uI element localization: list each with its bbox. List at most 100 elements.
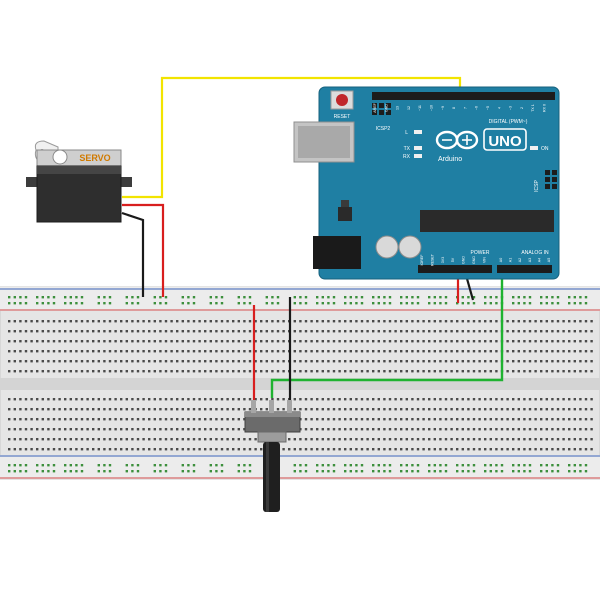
breadboard-hole bbox=[349, 418, 352, 421]
breadboard-hole bbox=[142, 398, 145, 401]
breadboard-hole bbox=[316, 320, 319, 323]
breadboard-hole bbox=[103, 428, 106, 431]
breadboard-hole bbox=[321, 448, 324, 451]
breadboard-hole bbox=[545, 408, 548, 411]
breadboard-hole bbox=[114, 360, 117, 363]
breadboard-hole bbox=[534, 398, 537, 401]
breadboard-hole bbox=[8, 470, 11, 473]
breadboard-hole bbox=[215, 438, 218, 441]
breadboard-hole bbox=[484, 448, 487, 451]
breadboard-hole bbox=[226, 398, 229, 401]
breadboard-hole bbox=[456, 398, 459, 401]
breadboard-hole bbox=[220, 340, 224, 343]
breadboard-hole bbox=[344, 320, 347, 323]
breadboard-hole bbox=[506, 408, 509, 411]
breadboard-hole bbox=[24, 464, 28, 467]
breadboard-hole bbox=[394, 428, 397, 431]
breadboard-hole bbox=[422, 360, 425, 363]
breadboard-hole bbox=[405, 370, 408, 373]
breadboard-hole bbox=[176, 418, 179, 421]
breadboard-hole bbox=[80, 408, 84, 411]
breadboard-hole bbox=[293, 330, 296, 333]
breadboard-hole bbox=[428, 428, 431, 431]
breadboard-hole bbox=[556, 340, 560, 343]
breadboard-hole bbox=[456, 470, 459, 473]
breadboard-hole bbox=[472, 398, 476, 401]
breadboard-hole bbox=[265, 370, 268, 373]
breadboard-hole bbox=[30, 330, 33, 333]
breadboard-hole bbox=[366, 360, 369, 363]
breadboard-hole bbox=[540, 428, 543, 431]
breadboard-hole bbox=[120, 408, 123, 411]
breadboard-hole bbox=[590, 428, 593, 431]
breadboard-hole bbox=[36, 350, 39, 353]
breadboard-hole bbox=[131, 320, 134, 323]
breadboard-hole bbox=[489, 320, 492, 323]
breadboard-hole bbox=[304, 296, 308, 299]
breadboard-hole bbox=[349, 320, 352, 323]
breadboard-hole bbox=[86, 418, 89, 421]
breadboard-hole bbox=[8, 320, 11, 323]
breadboard-hole bbox=[422, 330, 425, 333]
breadboard-hole bbox=[215, 340, 218, 343]
breadboard-hole bbox=[344, 464, 347, 467]
breadboard-hole bbox=[411, 330, 414, 333]
breadboard-hole bbox=[164, 470, 168, 473]
breadboard-hole bbox=[372, 340, 375, 343]
breadboard-hole bbox=[439, 448, 442, 451]
breadboard-bottom-rail bbox=[0, 455, 600, 479]
breadboard-hole bbox=[215, 418, 218, 421]
breadboard-hole bbox=[450, 360, 453, 363]
icsp2-pin bbox=[372, 103, 377, 108]
breadboard-hole bbox=[103, 360, 106, 363]
breadboard-hole bbox=[220, 418, 224, 421]
breadboard-hole bbox=[568, 398, 571, 401]
breadboard-hole bbox=[472, 320, 476, 323]
breadboard-hole bbox=[428, 438, 431, 441]
breadboard-hole bbox=[394, 370, 397, 373]
breadboard-hole bbox=[13, 398, 16, 401]
breadboard-hole bbox=[80, 418, 84, 421]
breadboard-hole bbox=[377, 464, 380, 467]
breadboard-hole bbox=[506, 438, 509, 441]
breadboard-hole bbox=[136, 464, 140, 467]
breadboard-hole bbox=[388, 470, 392, 473]
breadboard-hole bbox=[176, 350, 179, 353]
breadboard-hole bbox=[159, 470, 162, 473]
breadboard-hole bbox=[584, 296, 588, 299]
breadboard-hole bbox=[75, 340, 78, 343]
breadboard-hole bbox=[534, 370, 537, 373]
breadboard-hole bbox=[92, 360, 95, 363]
breadboard-hole bbox=[321, 296, 324, 299]
breadboard-hole bbox=[120, 418, 123, 421]
breadboard-hole bbox=[164, 370, 168, 373]
breadboard-hole bbox=[540, 464, 543, 467]
breadboard-hole bbox=[388, 438, 392, 441]
breadboard-hole bbox=[276, 398, 280, 401]
breadboard-hole bbox=[232, 330, 235, 333]
breadboard-hole bbox=[579, 350, 582, 353]
breadboard-hole bbox=[349, 470, 352, 473]
breadboard-hole bbox=[159, 418, 162, 421]
breadboard-hole bbox=[159, 428, 162, 431]
breadboard-hole bbox=[181, 408, 184, 411]
breadboard-hole bbox=[80, 398, 84, 401]
breadboard-hole bbox=[556, 296, 560, 299]
icsp2-header bbox=[372, 103, 391, 115]
breadboard-hole bbox=[444, 340, 448, 343]
icsp-pin bbox=[545, 177, 550, 182]
breadboard-hole bbox=[276, 370, 280, 373]
breadboard-hole bbox=[321, 438, 324, 441]
breadboard-hole bbox=[484, 350, 487, 353]
breadboard-hole bbox=[64, 418, 67, 421]
breadboard-hole bbox=[97, 360, 100, 363]
breadboard-hole bbox=[366, 370, 369, 373]
breadboard-hole bbox=[388, 418, 392, 421]
breadboard-hole bbox=[153, 398, 156, 401]
pin-label: ~11 bbox=[418, 105, 422, 111]
breadboard-hole bbox=[103, 330, 106, 333]
breadboard-hole bbox=[24, 320, 28, 323]
breadboard-hole bbox=[495, 408, 498, 411]
breadboard-hole bbox=[271, 320, 274, 323]
breadboard-hole bbox=[187, 464, 190, 467]
